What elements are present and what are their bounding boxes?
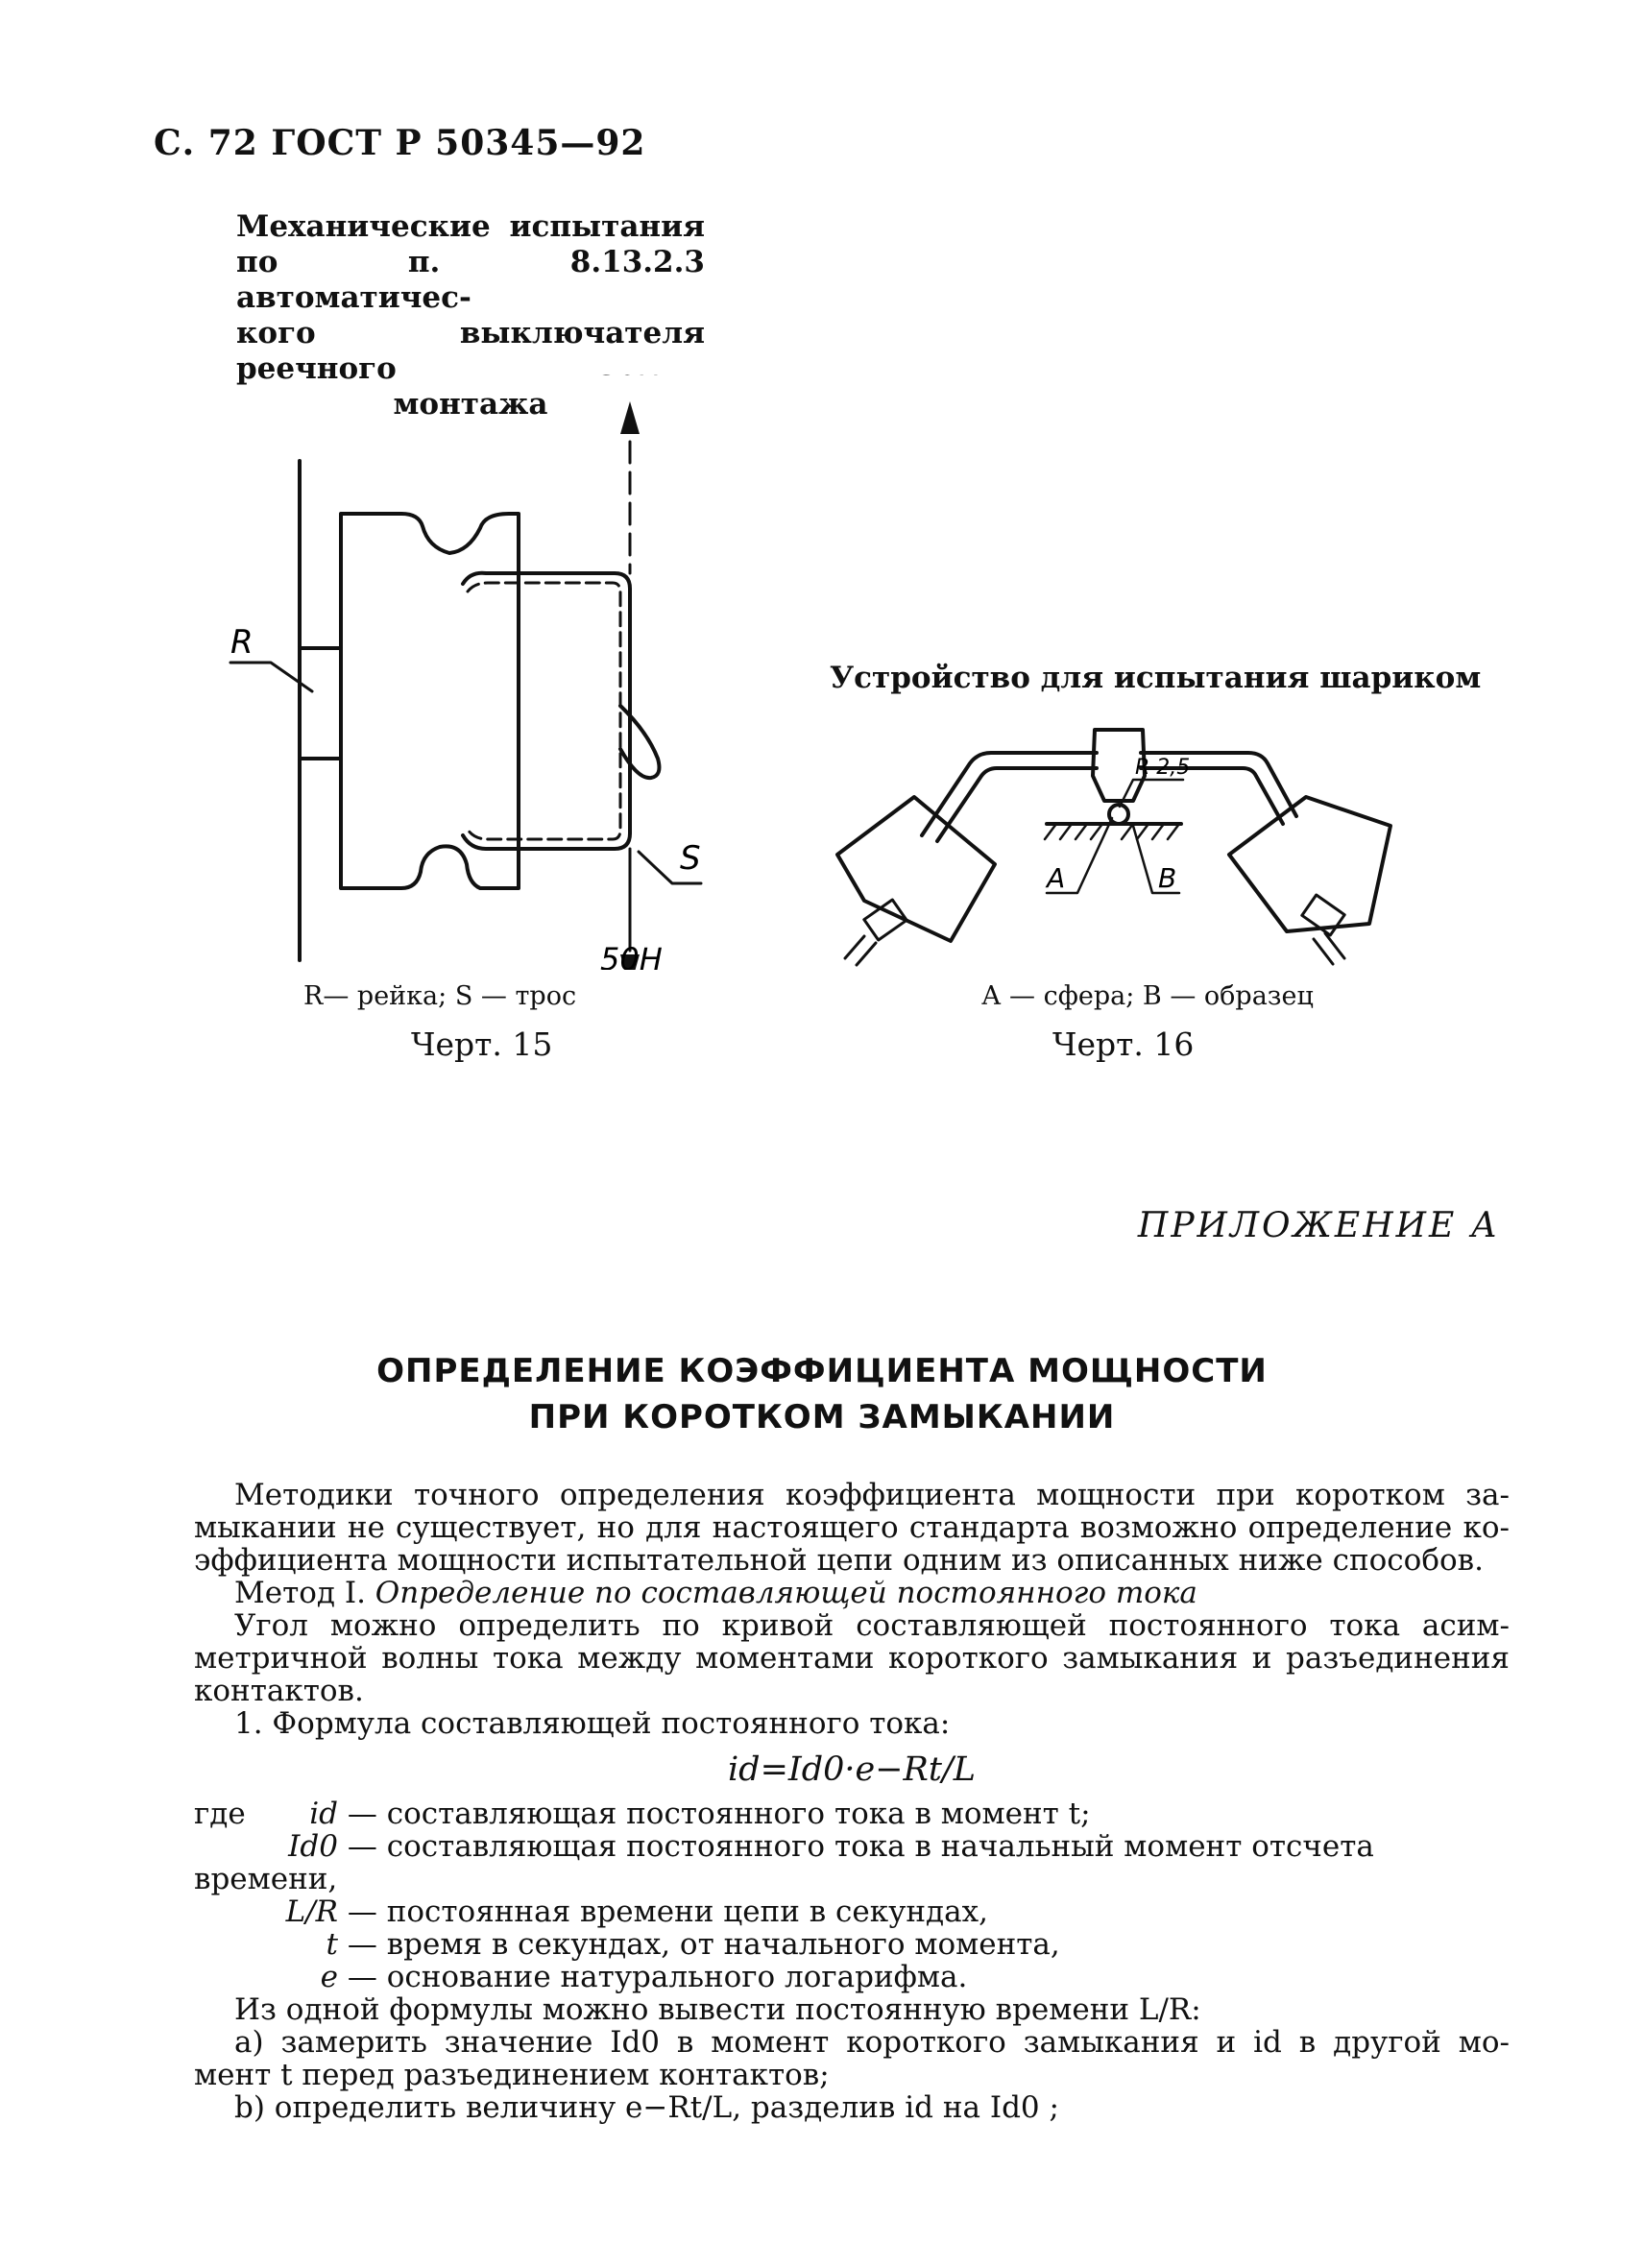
definition-symbol: L/R — [285, 1894, 338, 1929]
s-label: S — [680, 839, 701, 878]
appendix-label: ПРИЛОЖЕНИЕ А — [1137, 1206, 1500, 1245]
paragraph-line: мыкании не существует, но для настоящего… — [194, 1510, 1510, 1545]
paragraph-line: контактов. — [194, 1674, 364, 1708]
b-label: B — [1158, 862, 1176, 894]
definition-row: где id — составляющая постоянного тока в … — [194, 1798, 1510, 1830]
specimen-hatching — [1043, 822, 1181, 841]
definition-row: t — время в секундах, от начального моме… — [194, 1928, 1510, 1961]
page-header: С. 72 ГОСТ Р 50345—92 — [154, 123, 646, 163]
method-prefix: Метод I. — [234, 1576, 375, 1610]
definition-text: — постоянная времени цепи в секундах, — [347, 1894, 988, 1929]
definition-text: — время в секундах, от начального момент… — [347, 1927, 1060, 1962]
breaker-body — [339, 512, 520, 890]
cable-outer — [461, 570, 632, 851]
rod-right-inner — [1139, 766, 1285, 826]
figure-15-title-line: кого выключателя реечного — [236, 316, 705, 386]
where-word: где — [194, 1797, 246, 1831]
mount-block — [298, 646, 343, 760]
definitions: где id — составляющая постоянного тока в … — [194, 1798, 1510, 1993]
figure-15-title-line: Механические испытания — [236, 209, 705, 244]
paragraph-line: Методики точного определения коэффициент… — [234, 1478, 1510, 1512]
r-label: R — [230, 623, 254, 662]
section-title-line: ПРИ КОРОТКОМ ЗАМЫКАНИИ — [528, 1398, 1116, 1436]
right-bolt — [1300, 893, 1346, 966]
figure-16-title: Устройство для испытания шариком — [830, 661, 1482, 695]
definition-text: — составляющая постоянного тока в началь… — [194, 1829, 1374, 1896]
radius-leader — [1118, 778, 1185, 808]
arrow-down-head — [620, 954, 640, 970]
definition-row: L/R — постоянная времени цепи в секундах… — [194, 1895, 1510, 1928]
ball-holder — [1091, 728, 1147, 803]
right-clamp — [1227, 795, 1392, 933]
paragraph-line: Угол можно определить по кривой составля… — [234, 1608, 1510, 1643]
derive-line: Из одной формулы можно вывести постоянну… — [234, 1992, 1201, 2027]
definition-text: — составляющая постоянного тока в момент… — [347, 1797, 1091, 1831]
section-title: ОПРЕДЕЛЕНИЕ КОЭФФИЦИЕНТА МОЩНОСТИ ПРИ КО… — [0, 1348, 1644, 1440]
body-text: Методики точного определения коэффициент… — [194, 1479, 1510, 2124]
paragraph-line: эффициента мощности испытательной цепи о… — [194, 1543, 1484, 1578]
a-leader — [1045, 816, 1114, 895]
formula: id=Id0·e−Rt/L — [727, 1750, 977, 1789]
item-1: 1. Формула составляющей постоянного тока… — [234, 1706, 951, 1741]
a-label: A — [1045, 862, 1065, 894]
method-title: Определение по составляющей постоянного … — [375, 1576, 1197, 1610]
rod-left-inner — [935, 766, 1099, 843]
left-bolt — [843, 898, 908, 967]
method-heading: Метод I. Определение по составляющей пос… — [194, 1577, 1510, 1609]
definition-text: — основание натурального логарифма. — [347, 1960, 968, 1994]
force-top-label: 50Н — [600, 374, 663, 382]
figure-16-number: Черт. 16 — [1052, 1025, 1195, 1063]
item-b: b) определить величину e−Rt/L, разделив … — [234, 2090, 1059, 2125]
definition-symbol: Id0 — [288, 1829, 338, 1864]
definition-symbol: e — [320, 1960, 338, 1994]
cable-loop — [618, 704, 662, 781]
ball — [1107, 803, 1130, 826]
s-leader — [637, 850, 703, 885]
figure-15-caption: R— рейка; S — трос — [303, 981, 577, 1011]
figure-15-title: Механические испытания по п. 8.13.2.3 ав… — [236, 209, 705, 422]
left-clamp — [835, 795, 997, 943]
b-leader — [1131, 824, 1181, 895]
force-bottom-label: 50Н — [600, 941, 663, 970]
definition-row: Id0 — составляющая постоянного тока в на… — [194, 1830, 1510, 1895]
definition-symbol: id — [309, 1797, 338, 1831]
cable-inner — [466, 581, 622, 841]
item-a-line: мент t перед разъединением контактов; — [194, 2058, 830, 2092]
section-title-line: ОПРЕДЕЛЕНИЕ КОЭФФИЦИЕНТА МОЩНОСТИ — [376, 1352, 1268, 1390]
definition-symbol: t — [326, 1927, 338, 1962]
r-leader — [229, 661, 314, 693]
figure-16-drawing: R 2,5 A B — [835, 728, 1392, 967]
item-a-line: а) замерить значение Id0 в момент коротк… — [234, 2025, 1510, 2060]
figure-15-title-line: по п. 8.13.2.3 автоматичес- — [236, 245, 705, 315]
arrow-up-head — [620, 401, 640, 434]
paragraph-line: метричной волны тока между моментами кор… — [194, 1641, 1510, 1676]
figure-15-drawing: 50Н 50Н R S — [229, 374, 703, 970]
definition-row: e — основание натурального логарифма. — [194, 1961, 1510, 1993]
figure-15-title-line: монтажа — [393, 387, 548, 422]
figure-16-caption: А — сфера; В — образец — [981, 981, 1314, 1011]
figure-15-number: Черт. 15 — [411, 1025, 553, 1063]
rod-right — [1139, 751, 1298, 818]
rod-left — [920, 751, 1099, 837]
radius-label: R 2,5 — [1135, 756, 1190, 780]
